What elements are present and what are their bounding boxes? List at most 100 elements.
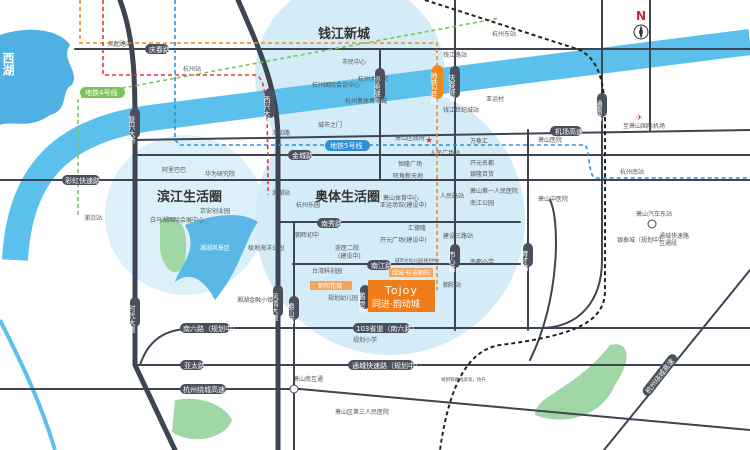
- svg-text:华为研究院: 华为研究院: [205, 170, 235, 178]
- svg-text:杭州东站: 杭州东站: [492, 30, 516, 38]
- west-lake: [0, 29, 74, 125]
- svg-text:亚太路: 亚太路: [184, 361, 205, 370]
- svg-text:风情大道: 风情大道: [271, 293, 279, 322]
- svg-text:杭州奥体博览城: 杭州奥体博览城: [345, 97, 387, 105]
- svg-text:京安创业园: 京安创业园: [200, 207, 230, 215]
- svg-text:通城快速路（规划中）: 通城快速路（规划中）: [352, 361, 422, 370]
- svg-text:银隆百货: 银隆百货: [470, 170, 494, 178]
- lvcheng-tag: 绿城·桂语朝阳: [389, 268, 433, 277]
- svg-text:地铁4号线: 地铁4号线: [85, 88, 117, 97]
- svg-text:萧山区政府: 萧山区政府: [395, 134, 425, 142]
- svg-text:杭州国际会议中心: 杭州国际会议中心: [312, 81, 360, 89]
- qjxc-label: 钱江新城: [318, 26, 370, 42]
- svg-text:城市文化公园(规划中): 城市文化公园(规划中): [395, 257, 439, 264]
- svg-text:汇德隆: 汇德隆: [408, 224, 426, 232]
- svg-text:朝阳站: 朝阳站: [443, 281, 461, 289]
- svg-text:萧山体育中心: 萧山体育中心: [383, 194, 419, 202]
- road-label-nanxiu: 南秀路: [317, 218, 342, 228]
- project-name: 同进·韵动城: [372, 298, 420, 310]
- road-label-qingchun: 庆春路: [145, 44, 170, 54]
- svg-text:南六路（规划中）: 南六路（规划中）: [183, 324, 239, 333]
- metro-line5-label: 地铁5号线: [325, 140, 370, 151]
- svg-text:旺角新天地: 旺角新天地: [393, 172, 423, 180]
- svg-text:杭州绕城高速: 杭州绕城高速: [643, 357, 676, 396]
- svg-text:滨和路: 滨和路: [272, 129, 290, 137]
- svg-text:机场高速: 机场高速: [555, 127, 583, 136]
- road-label-xixing: 西兴大桥: [263, 88, 275, 125]
- svg-text:南江路: 南江路: [371, 261, 392, 270]
- metro-line4-label: 地铁4号线: [80, 87, 125, 98]
- road-label-s103: 103省道（南六路）: [353, 323, 418, 333]
- svg-text:萧山中医院: 萧山中医院: [538, 195, 568, 203]
- aoti-label: 奥体生活圈: [315, 189, 380, 205]
- xihu-label: 西湖: [1, 52, 15, 77]
- road-label-jichang: 机场高速: [550, 126, 583, 136]
- road-label-shidai: 时代大道: [128, 297, 140, 334]
- svg-text:萧山南互通: 萧山南互通: [293, 375, 323, 383]
- svg-text:通惠路: 通惠路: [595, 99, 603, 122]
- road-label-diag: 杭州绕城高速: [642, 354, 678, 396]
- svg-text:杭州乐园: 杭州乐园: [296, 201, 320, 209]
- svg-text:杭州大剧院: 杭州大剧院: [358, 75, 388, 83]
- svg-text:浙医二院: 浙医二院: [335, 244, 359, 252]
- svg-text:绿城·桂语朝阳: 绿城·桂语朝阳: [392, 269, 430, 277]
- compass-icon: [633, 24, 649, 40]
- metro-line2-label: 地铁2号线: [430, 65, 443, 105]
- interchange-icon: [289, 384, 299, 394]
- svg-text:亚运场馆(建设中): 亚运场馆(建设中): [380, 201, 427, 209]
- svg-text:复兴大桥: 复兴大桥: [128, 115, 136, 145]
- road-label-jincheng: 金城路: [288, 150, 313, 160]
- svg-text:城市之门: 城市之门: [318, 121, 342, 129]
- svg-text:朝阳花城: 朝阳花城: [318, 282, 342, 290]
- svg-text:地铁2号线: 地铁2号线: [430, 71, 438, 104]
- project-tojoy[interactable]: Tojoy 同进·韵动城: [368, 280, 435, 312]
- svg-text:建设三路站: 建设三路站: [443, 232, 473, 240]
- road-label-shixin: 市心路: [448, 244, 460, 273]
- svg-text:市民中心: 市民中心: [342, 58, 366, 66]
- svg-text:103省道（南六路）: 103省道（南六路）: [356, 324, 418, 333]
- north-label: N: [636, 9, 646, 23]
- road-label-yatai: 亚太路: [180, 360, 205, 370]
- svg-text:钱江路站: 钱江路站: [443, 51, 467, 59]
- svg-text:金城路: 金城路: [292, 151, 313, 160]
- svg-text:规划幼儿园: 规划幼儿园: [328, 294, 358, 302]
- svg-text:开元广场(建设中): 开元广场(建设中): [380, 236, 427, 244]
- binjiang-label: 滨江生活圈: [157, 189, 222, 205]
- svg-text:庆春路: 庆春路: [149, 45, 170, 54]
- svg-text:萧山区第三人民医院: 萧山区第三人民医院: [335, 408, 389, 416]
- svg-text:钱江世纪城站: 钱江世纪城站: [443, 106, 479, 114]
- road-label-fuxing: 复兴大桥: [128, 108, 140, 145]
- svg-text:开元名都: 开元名都: [470, 159, 494, 167]
- svg-text:银泰城（规划中）: 银泰城（规划中）: [617, 236, 665, 244]
- svg-text:蜀山路: 蜀山路: [287, 303, 295, 325]
- svg-text:白马湖国际会展中心: 白马湖国际会展中心: [150, 216, 204, 224]
- xianghu-lake: [175, 214, 258, 300]
- svg-text:亚运村: 亚运村: [486, 95, 504, 103]
- svg-text:人民广场站: 人民广场站: [430, 149, 460, 157]
- road-label-yucai: 育才路: [521, 243, 533, 272]
- svg-text:市心路: 市心路: [448, 250, 456, 273]
- svg-text:博奥隧道: 博奥隧道: [373, 75, 381, 105]
- road-label-shushan: 蜀山路: [287, 296, 299, 325]
- svg-text:(建设中): (建设中): [338, 252, 361, 260]
- svg-text:阿里巴巴: 阿里巴巴: [162, 166, 186, 174]
- svg-text:西兴大桥: 西兴大桥: [263, 96, 271, 125]
- small-river: [0, 319, 57, 450]
- road-label-qingchun-tunnel: 庆春隧道: [448, 66, 460, 103]
- svg-text:恒隆广场: 恒隆广场: [398, 160, 422, 168]
- airplane-icon: ✈: [636, 113, 643, 122]
- green-park-3: [535, 344, 627, 420]
- svg-text:地铁5号线: 地铁5号线: [330, 141, 362, 150]
- svg-text:互通段: 互通段: [659, 239, 677, 247]
- svg-text:杭州站: 杭州站: [183, 65, 201, 73]
- svg-text:湘湖金融小镇: 湘湖金融小镇: [237, 296, 273, 304]
- green-park-2: [172, 398, 232, 440]
- svg-text:湘湖风景区: 湘湖风景区: [200, 244, 230, 252]
- svg-text:彩虹快速路: 彩虹快速路: [65, 176, 100, 185]
- svg-text:台湾科创园: 台湾科创园: [312, 267, 342, 275]
- road-label-caihong: 彩虹快速路: [62, 175, 100, 185]
- road-label-boao: 博奥隧道: [373, 68, 385, 105]
- project-brand: Tojoy: [384, 284, 418, 297]
